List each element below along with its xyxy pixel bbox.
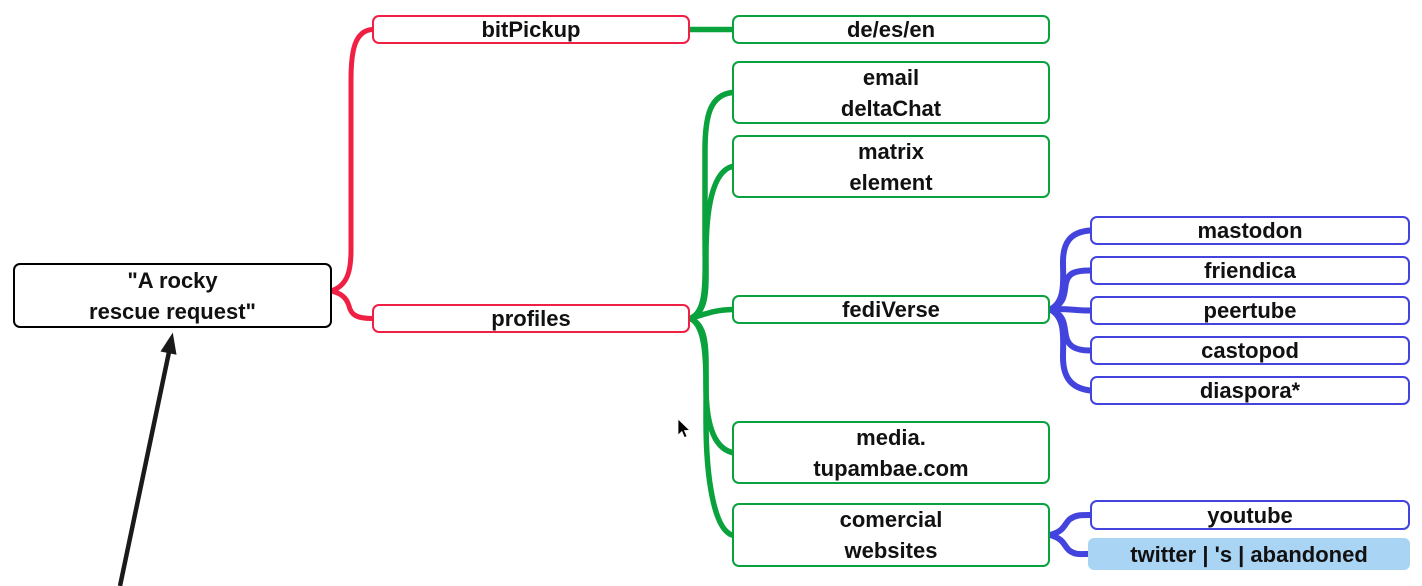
edge-profiles-comercial: [687, 315, 735, 538]
node-mastodon[interactable]: mastodon: [1090, 216, 1410, 245]
node-twitter-abandoned-label: twitter | 's | abandoned: [1130, 541, 1368, 567]
mouse-cursor-icon: [677, 419, 691, 439]
edge-comercial-youtube: [1047, 512, 1093, 538]
node-peertube[interactable]: peertube: [1090, 296, 1410, 325]
node-root[interactable]: "A rocky rescue request": [13, 263, 332, 328]
node-email-deltachat[interactable]: email deltaChat: [732, 61, 1050, 124]
node-profiles-label: profiles: [491, 306, 571, 331]
node-fediverse[interactable]: fediVerse: [732, 295, 1050, 324]
node-comercial-websites-label: comercial websites: [839, 507, 943, 563]
edge-root-profiles: [328, 288, 375, 321]
node-twitter-abandoned[interactable]: twitter | 's | abandoned: [1088, 538, 1410, 570]
node-castopod[interactable]: castopod: [1090, 336, 1410, 365]
annotation-arrow-line: [117, 351, 172, 586]
edge-fediverse-friendica: [1047, 267, 1093, 313]
edge-root-bitpickup: [328, 27, 375, 294]
edge-profiles-media: [687, 315, 735, 456]
node-youtube[interactable]: youtube: [1090, 500, 1410, 530]
node-email-deltachat-label: email deltaChat: [840, 64, 942, 121]
node-media-tupambae-label: media. tupambae.com: [813, 424, 969, 481]
node-languages-label: de/es/en: [846, 17, 936, 42]
node-bitpickup-label: bitPickup: [481, 17, 581, 42]
node-youtube-label: youtube: [1207, 502, 1293, 528]
node-comercial-websites[interactable]: comercial websites: [732, 503, 1050, 567]
node-friendica-label: friendica: [1204, 258, 1296, 283]
node-languages[interactable]: de/es/en: [732, 15, 1050, 44]
node-diaspora[interactable]: diaspora*: [1090, 376, 1410, 405]
annotation-arrow-head: [160, 332, 177, 355]
edge-profiles-matrix: [687, 163, 735, 322]
node-friendica[interactable]: friendica: [1090, 256, 1410, 285]
node-media-tupambae[interactable]: media. tupambae.com: [732, 421, 1050, 484]
edge-comercial-twitter: [1047, 532, 1091, 558]
node-matrix-element-label: matrix element: [849, 138, 933, 195]
node-castopod-label: castopod: [1201, 338, 1299, 363]
node-diaspora-label: diaspora*: [1199, 378, 1301, 403]
node-matrix-element[interactable]: matrix element: [732, 135, 1050, 198]
node-peertube-label: peertube: [1203, 298, 1297, 323]
edge-fediverse-diaspora: [1047, 306, 1093, 394]
node-mastodon-label: mastodon: [1197, 218, 1303, 243]
node-root-label: "A rocky rescue request": [89, 267, 256, 324]
node-profiles[interactable]: profiles: [372, 304, 690, 333]
node-fediverse-label: fediVerse: [842, 297, 940, 322]
node-bitpickup[interactable]: bitPickup: [372, 15, 690, 44]
